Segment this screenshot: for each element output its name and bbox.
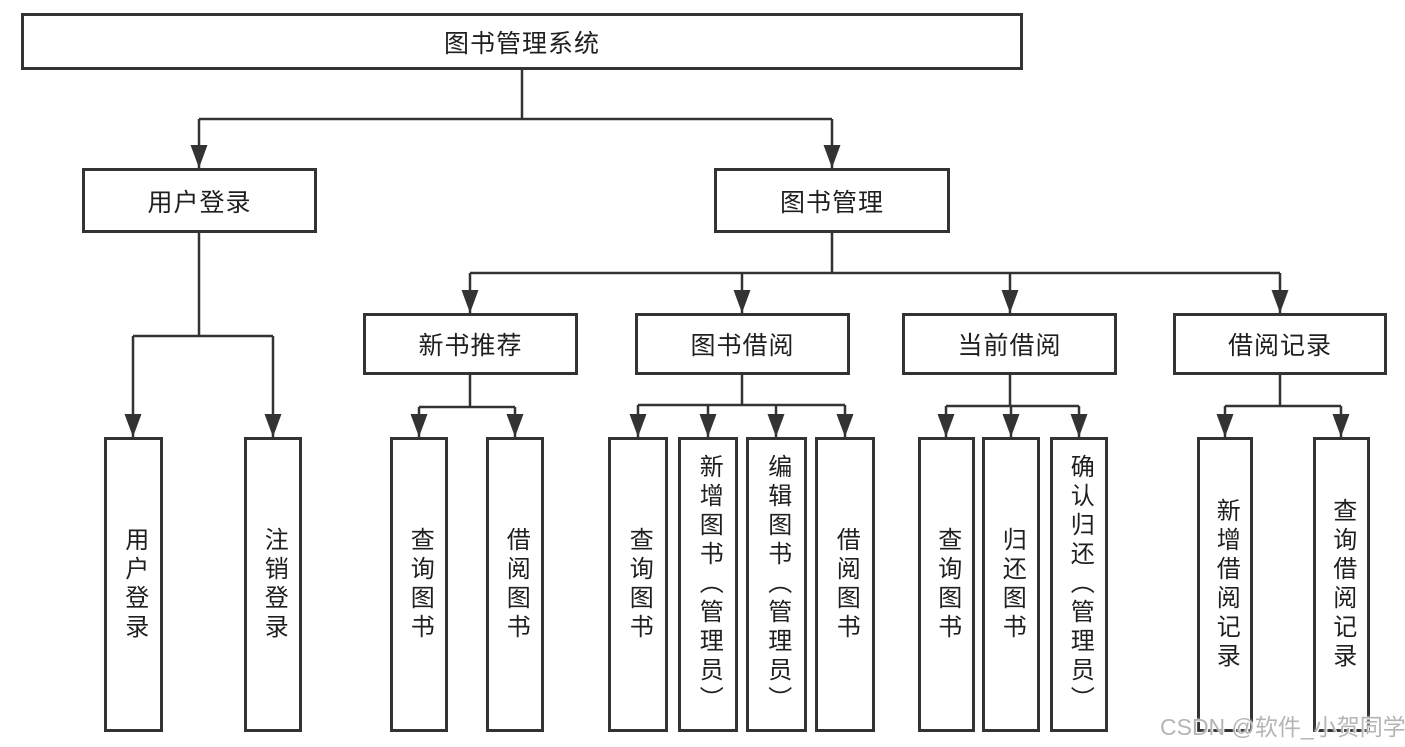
node-user-login: 用户登录 — [82, 168, 317, 233]
leaf-label: 借阅图书 — [832, 526, 860, 643]
leaf-label: 归还图书 — [998, 526, 1026, 643]
node-current-borrowing: 当前借阅 — [902, 313, 1117, 375]
leaf-query-books-borrowing: 查询图书 — [608, 437, 668, 732]
node-book-management: 图书管理 — [714, 168, 950, 233]
leaf-label: 新增借阅记录 — [1212, 497, 1240, 672]
leaf-label: 用户登录 — [120, 526, 148, 643]
leaf-label: 确认归还（管理员） — [1066, 454, 1094, 715]
leaf-borrow-books-recommend: 借阅图书 — [486, 437, 544, 732]
leaf-confirm-return-admin: 确认归还（管理员） — [1050, 437, 1108, 732]
leaf-user-login: 用户登录 — [104, 437, 163, 732]
node-library-system: 图书管理系统 — [21, 13, 1023, 70]
leaf-edit-books-admin: 编辑图书（管理员） — [746, 437, 807, 732]
leaf-label: 查询借阅记录 — [1328, 497, 1356, 672]
node-new-book-recommend: 新书推荐 — [363, 313, 578, 375]
leaf-label: 注销登录 — [260, 526, 288, 643]
node-book-borrowing: 图书借阅 — [635, 313, 850, 375]
leaf-label: 查询图书 — [933, 526, 961, 643]
leaf-label: 借阅图书 — [502, 526, 530, 643]
node-borrowing-records: 借阅记录 — [1173, 313, 1387, 375]
leaf-add-books-admin: 新增图书（管理员） — [678, 437, 738, 732]
leaf-borrow-books-borrowing: 借阅图书 — [815, 437, 875, 732]
leaf-query-books-recommend: 查询图书 — [390, 437, 448, 732]
leaf-query-books-current: 查询图书 — [918, 437, 975, 732]
leaf-query-borrow-record: 查询借阅记录 — [1313, 437, 1370, 732]
leaf-label: 编辑图书（管理员） — [763, 454, 791, 715]
leaf-label: 查询图书 — [406, 526, 434, 643]
leaf-label: 新增图书（管理员） — [695, 454, 723, 715]
leaf-add-borrow-record: 新增借阅记录 — [1197, 437, 1253, 732]
leaf-label: 查询图书 — [625, 526, 653, 643]
leaf-return-books: 归还图书 — [982, 437, 1040, 732]
csdn-watermark: CSDN @软件_小贺同学 — [1160, 714, 1405, 740]
leaf-logout: 注销登录 — [244, 437, 302, 732]
